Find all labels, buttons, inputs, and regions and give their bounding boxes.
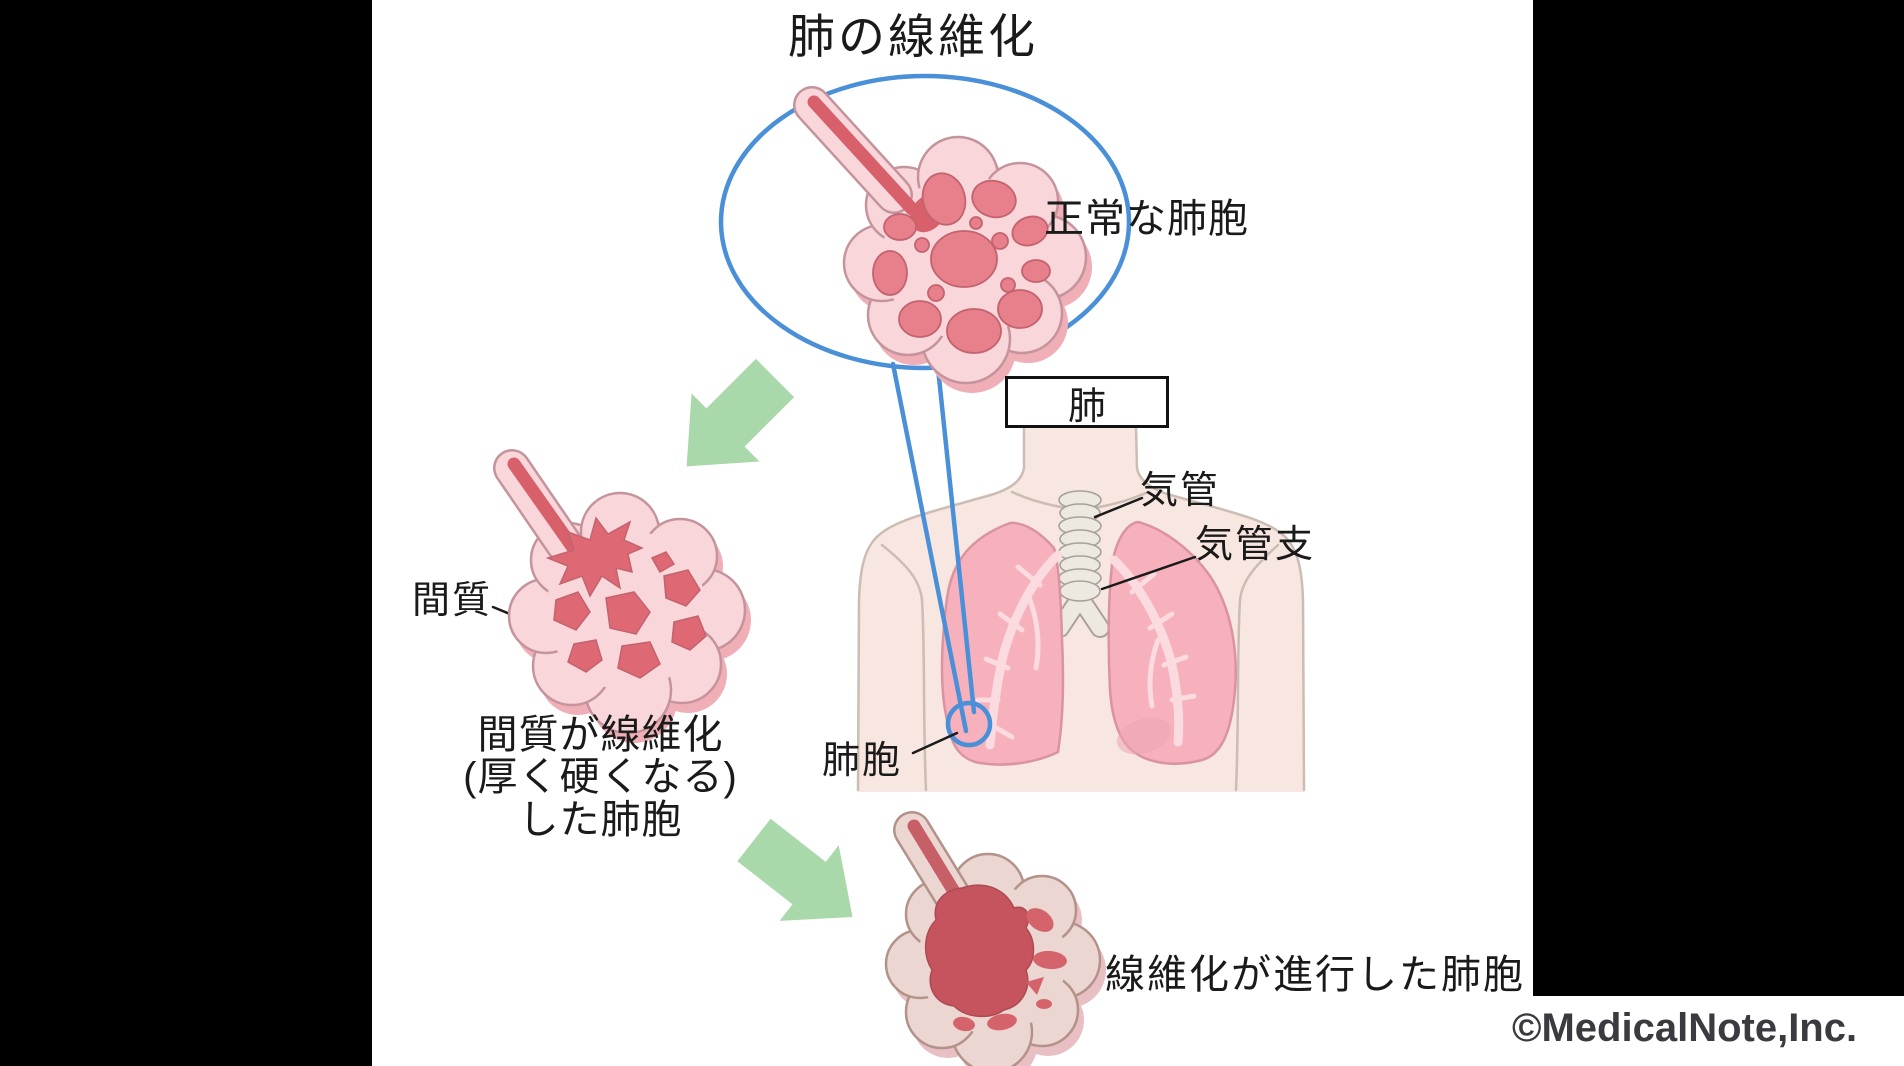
arrow-down-right-icon (737, 818, 853, 921)
torso-outline-right (1134, 426, 1306, 792)
page-title: 肺の線維化 (788, 10, 1038, 63)
alveoli-target-circle (945, 700, 993, 748)
callout-funnel-line-left (890, 361, 969, 734)
fibrotic-sacs (545, 516, 707, 679)
trachea-leader-line (1093, 496, 1144, 519)
fibrotic-caption-line1: 間質が線維化 (477, 713, 724, 757)
normal-alveoli-label: 正常な肺胞 (1044, 197, 1249, 241)
arrow-down-left-icon (686, 358, 795, 467)
torso-outline-left (856, 426, 1026, 792)
normal-alveoli-illustration (793, 86, 1092, 393)
left-lung-shadow (1116, 717, 1172, 755)
bronchiole-duct (793, 86, 947, 233)
magnify-callout (718, 73, 1132, 748)
lungs (940, 520, 1237, 766)
progression-arrows (686, 358, 853, 921)
fibrotic-caption-line3: した肺胞 (518, 797, 683, 842)
arm-inner-line-left (880, 543, 928, 792)
advanced-fibrosis-illustration (884, 811, 1106, 1066)
lung-box-label: 肺 (1005, 376, 1169, 428)
callout-ellipse (718, 73, 1132, 371)
body-figure (856, 426, 1306, 792)
bronchus-label: 気管支 (1195, 524, 1316, 566)
medical-illustration (491, 73, 1306, 1066)
alveoli-leader-line (911, 731, 959, 755)
arm-inner-line-right (1234, 543, 1280, 792)
callout-funnel-line-right (935, 365, 977, 715)
duct-burst (545, 516, 644, 598)
bronchus-leader-line (1100, 555, 1197, 591)
copyright-panel (1532, 996, 1904, 1066)
bronchiole-duct (493, 449, 583, 563)
advanced-caption: 線維化が進行した肺胞 (1105, 953, 1525, 997)
alveolus-sacs (872, 172, 1051, 354)
fibrotic-caption-line2: (厚く硬くなる) (463, 755, 738, 800)
residual-air-patches (953, 908, 1067, 1032)
fibrotic-mass (924, 884, 1035, 1018)
interstitium-label: 間質 (412, 580, 493, 622)
trachea-label: 気管 (1140, 470, 1221, 512)
alveoli-label: 肺胞 (822, 740, 903, 782)
fibrotic-alveoli-illustration (493, 449, 751, 743)
copyright-text: ©MedicalNote,Inc. (1512, 1006, 1858, 1050)
trachea (1050, 490, 1110, 638)
fibrotic-caption: 間質が線維化 (厚く硬くなる) した肺胞 (428, 713, 773, 842)
bronchial-tree (975, 550, 1197, 750)
